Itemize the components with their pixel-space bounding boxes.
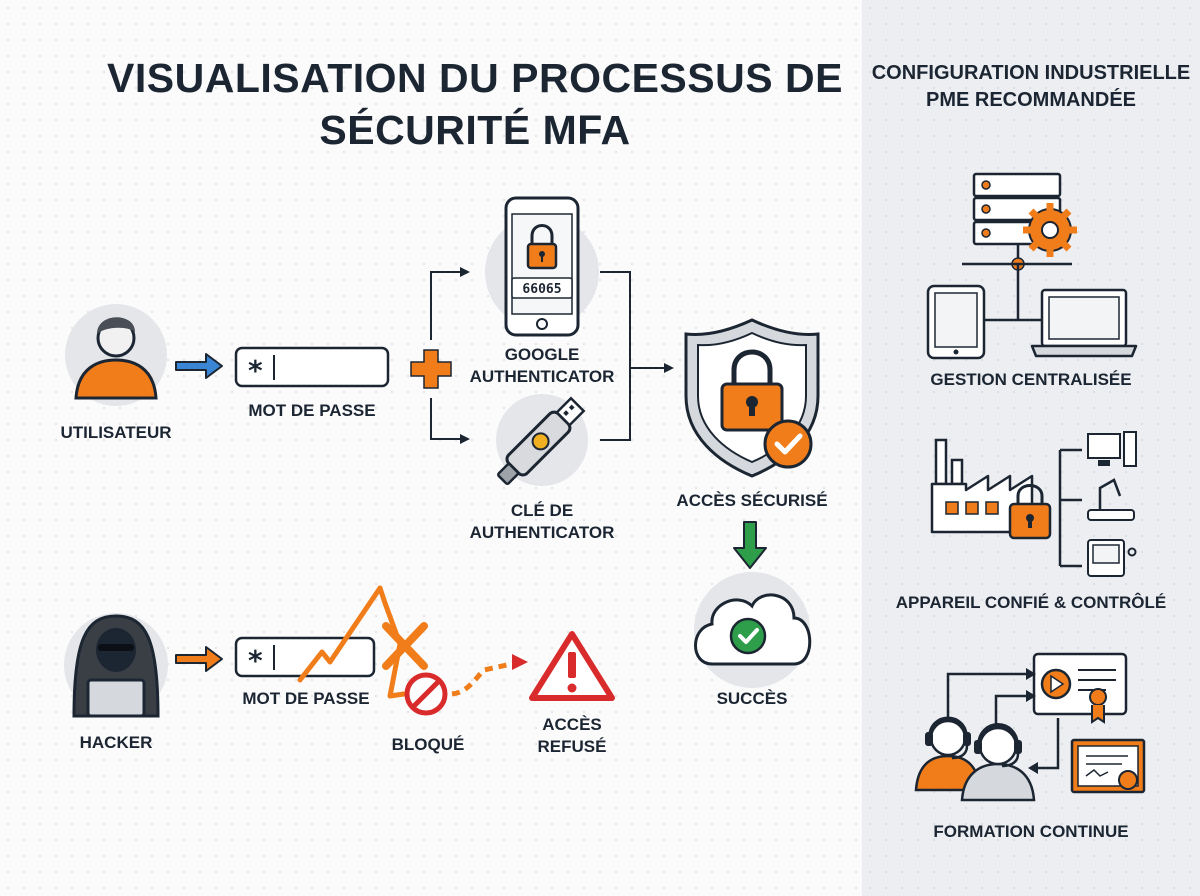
training-icon xyxy=(914,652,1146,802)
denied-label: ACCÈS REFUSÉ xyxy=(537,715,607,756)
main-diagram-area: VISUALISATION DU PROCESSUS DE SÉCURITÉ M… xyxy=(60,55,843,756)
branch-arrow-google xyxy=(430,267,470,340)
blocked-label: BLOQUÉ xyxy=(391,735,465,754)
arrow-right-icon xyxy=(175,353,223,379)
attack-zigzag-line xyxy=(297,585,407,699)
sidebar-title: CONFIGURATION INDUSTRIELLE PME RECOMMAND… xyxy=(871,62,1191,111)
user-label: UTILISATEUR xyxy=(60,423,172,442)
sidebar-item-label: GESTION CENTRALISÉE xyxy=(930,370,1132,389)
password-label: MOT DE PASSE xyxy=(248,401,376,420)
secure-access-label: ACCÈS SÉCURISÉ xyxy=(676,491,828,510)
cross-icon xyxy=(382,622,428,670)
svg-text:*: * xyxy=(248,644,263,677)
otp-code: 66065 xyxy=(522,282,561,297)
key-label: CLÉ DE AUTHENTICATOR xyxy=(469,501,615,542)
sidebar-illustrations xyxy=(914,172,1146,802)
mfa-flow-diagram: * 66065 xyxy=(64,196,820,718)
server-devices-icon xyxy=(926,172,1138,360)
gear-icon xyxy=(1023,203,1077,257)
branch-arrow-key xyxy=(430,398,470,444)
password-field: * xyxy=(234,346,390,388)
merge-line xyxy=(600,271,631,441)
phone-authenticator-icon: 66065 xyxy=(485,196,599,337)
check-badge-icon xyxy=(763,419,813,469)
warning-triangle-icon xyxy=(529,631,615,701)
arrow-down-icon xyxy=(733,521,767,569)
cloud-success-icon xyxy=(694,572,812,688)
usb-key-icon xyxy=(496,394,588,486)
user-icon xyxy=(65,304,167,406)
plus-icon xyxy=(410,349,452,389)
google-auth-label: GOOGLE AUTHENTICATOR xyxy=(469,345,615,386)
denied-dashed-line xyxy=(451,659,521,697)
hacker-icon xyxy=(64,613,168,718)
factory-lock-icon xyxy=(930,431,1137,577)
arrow-right-icon xyxy=(175,646,223,672)
sidebar-item-label: APPAREIL CONFIÉ & CONTRÔLÉ xyxy=(895,593,1167,612)
success-label: SUCCÈS xyxy=(716,689,788,708)
page-title: VISUALISATION DU PROCESSUS DE SÉCURITÉ M… xyxy=(107,55,843,153)
hacker-label: HACKER xyxy=(79,733,153,752)
sidebar-item-label: FORMATION CONTINUE xyxy=(933,822,1129,841)
sidebar: CONFIGURATION INDUSTRIELLE PME RECOMMAND… xyxy=(862,0,1200,896)
hacker-password-label: MOT DE PASSE xyxy=(242,689,370,708)
password-mask: * xyxy=(248,354,263,387)
blocked-icon xyxy=(404,672,448,716)
